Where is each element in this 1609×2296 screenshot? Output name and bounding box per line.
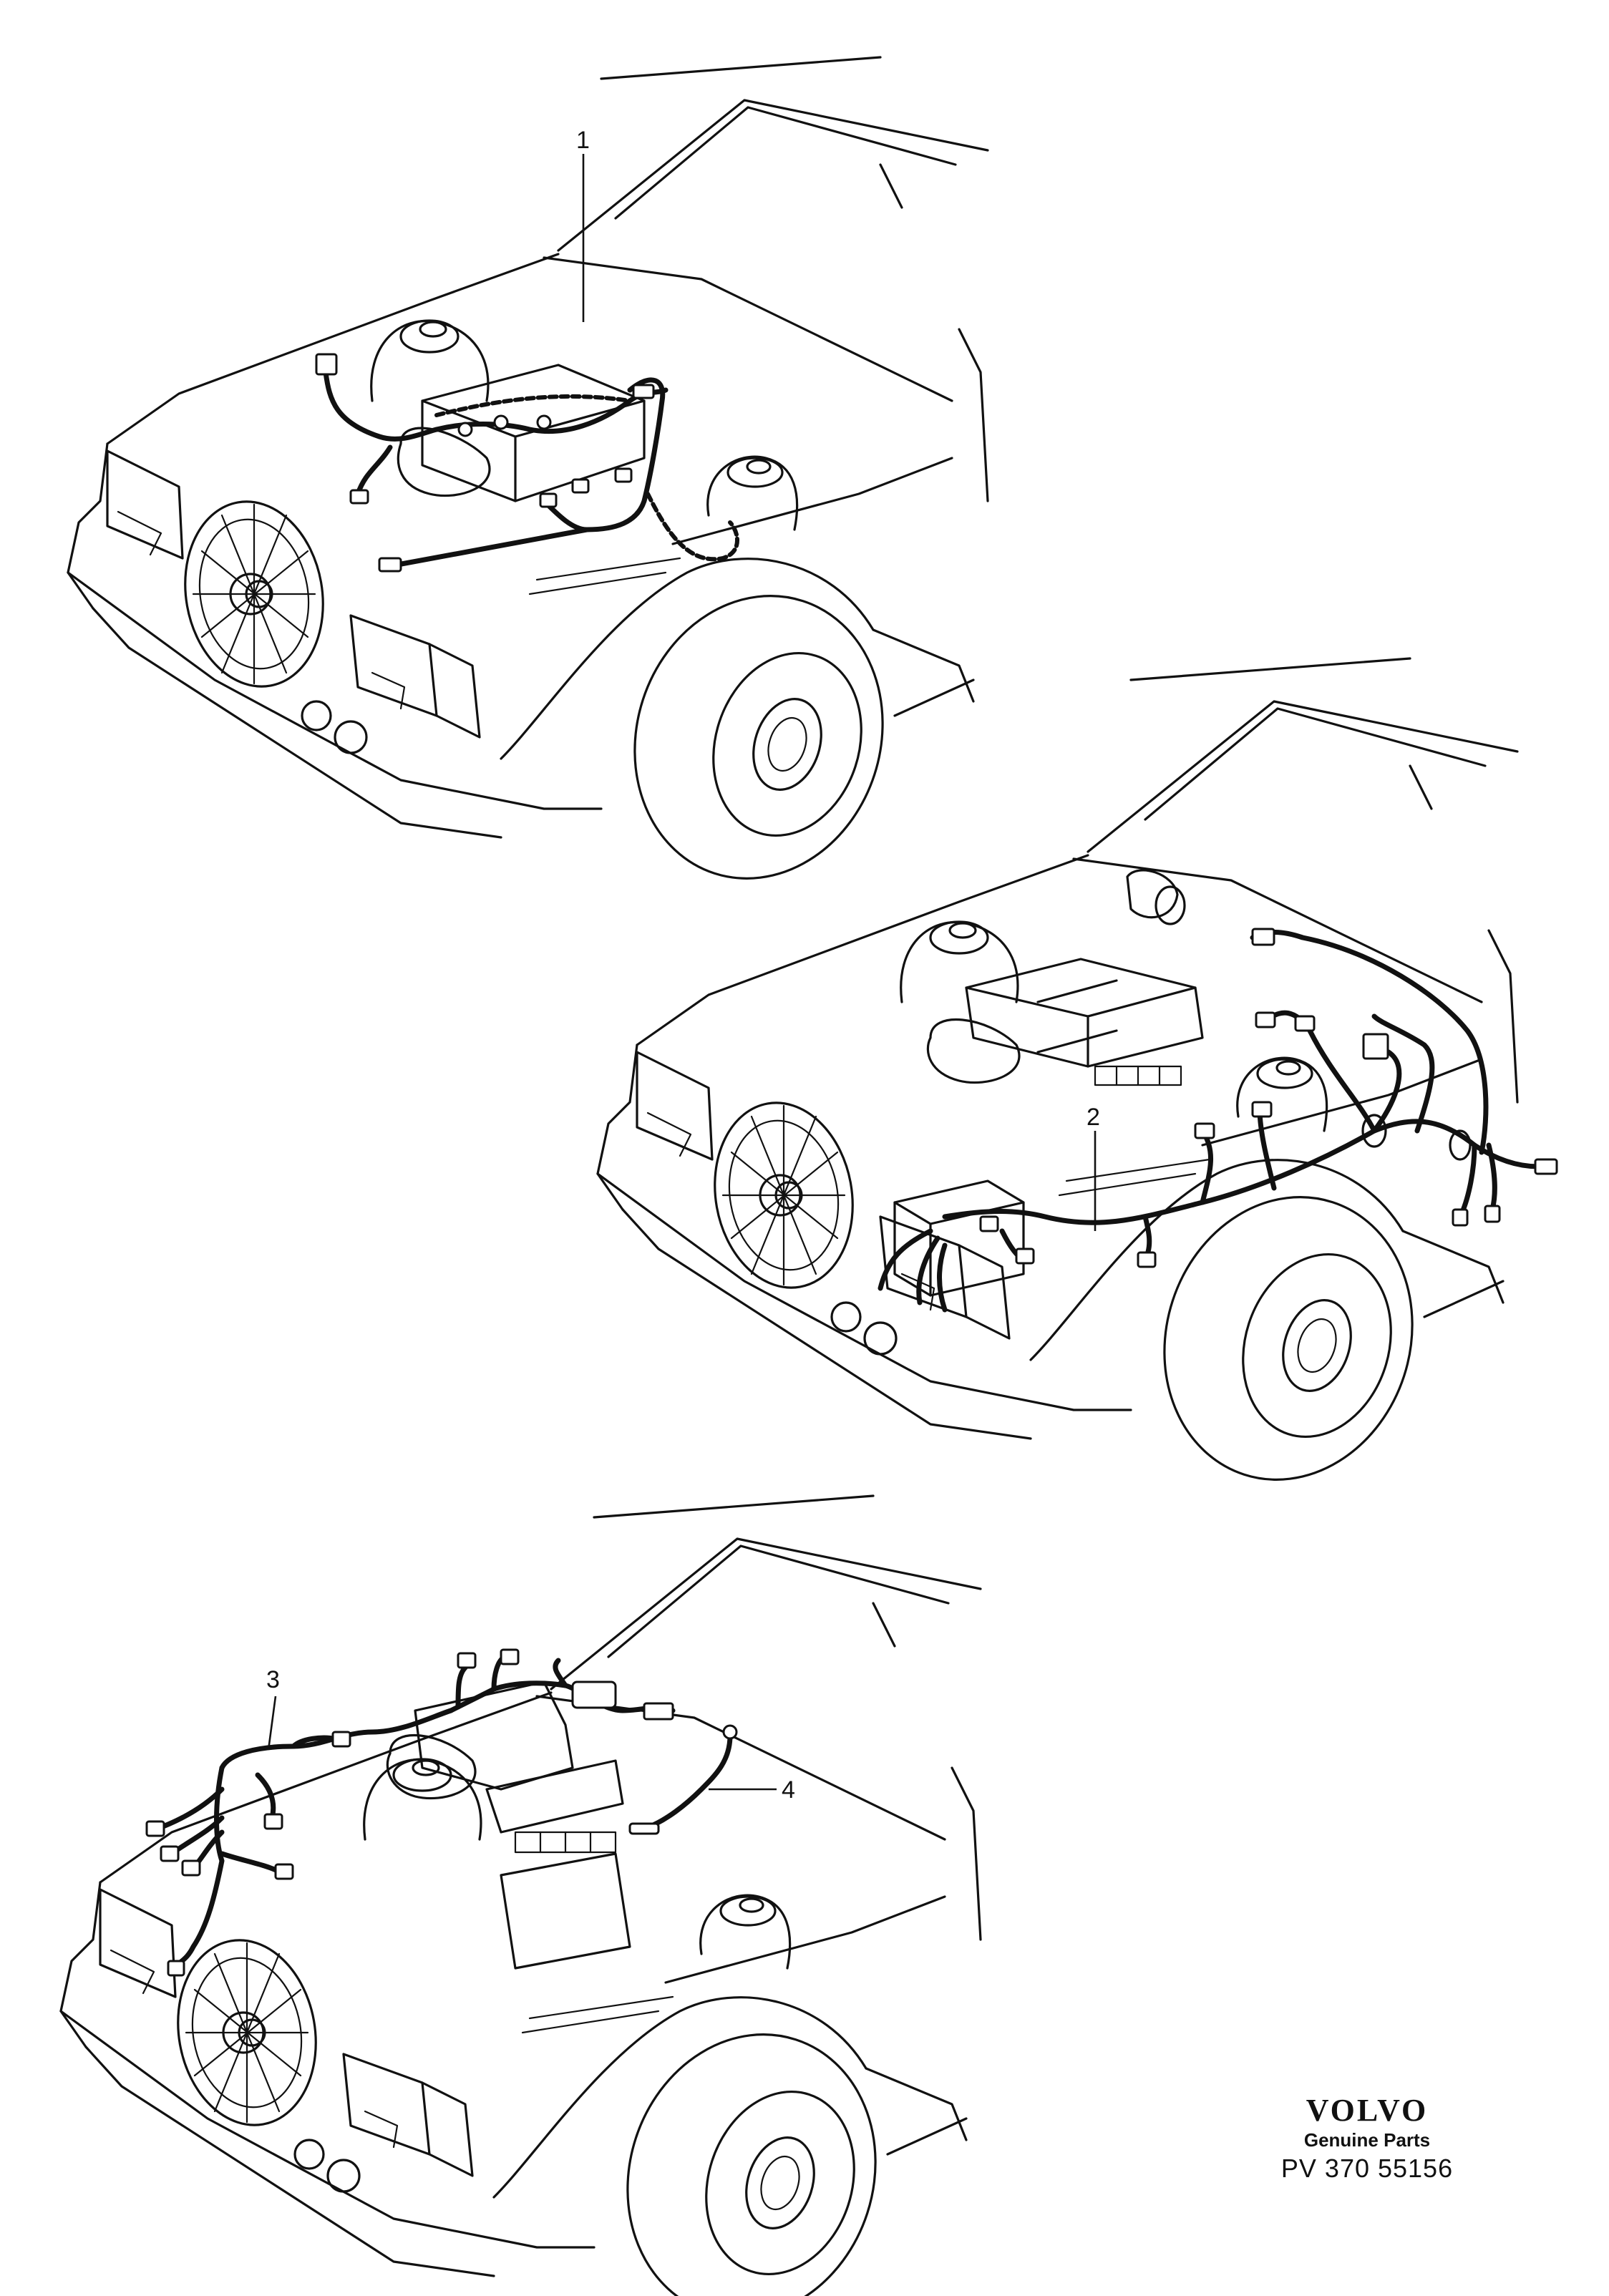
callout-2-label: 2 [1087,1104,1100,1131]
car-view-3: 3 4 [59,1494,982,2296]
callout-3-label: 3 [266,1666,280,1693]
car-view-1: 1 [67,56,989,913]
callout-1-label: 1 [576,127,590,154]
callout-4-label: 4 [782,1776,795,1804]
brand-logo: VOLVO [1306,2093,1429,2128]
callout-3-leader [267,1696,277,1751]
car-view-2: 2 [596,657,1558,1514]
brand-block: VOLVO Genuine Parts PV 370 55156 [1260,2093,1474,2185]
diagram-code: PV 370 55156 [1280,2154,1454,2183]
brand-tagline: Genuine Parts [1303,2129,1431,2151]
